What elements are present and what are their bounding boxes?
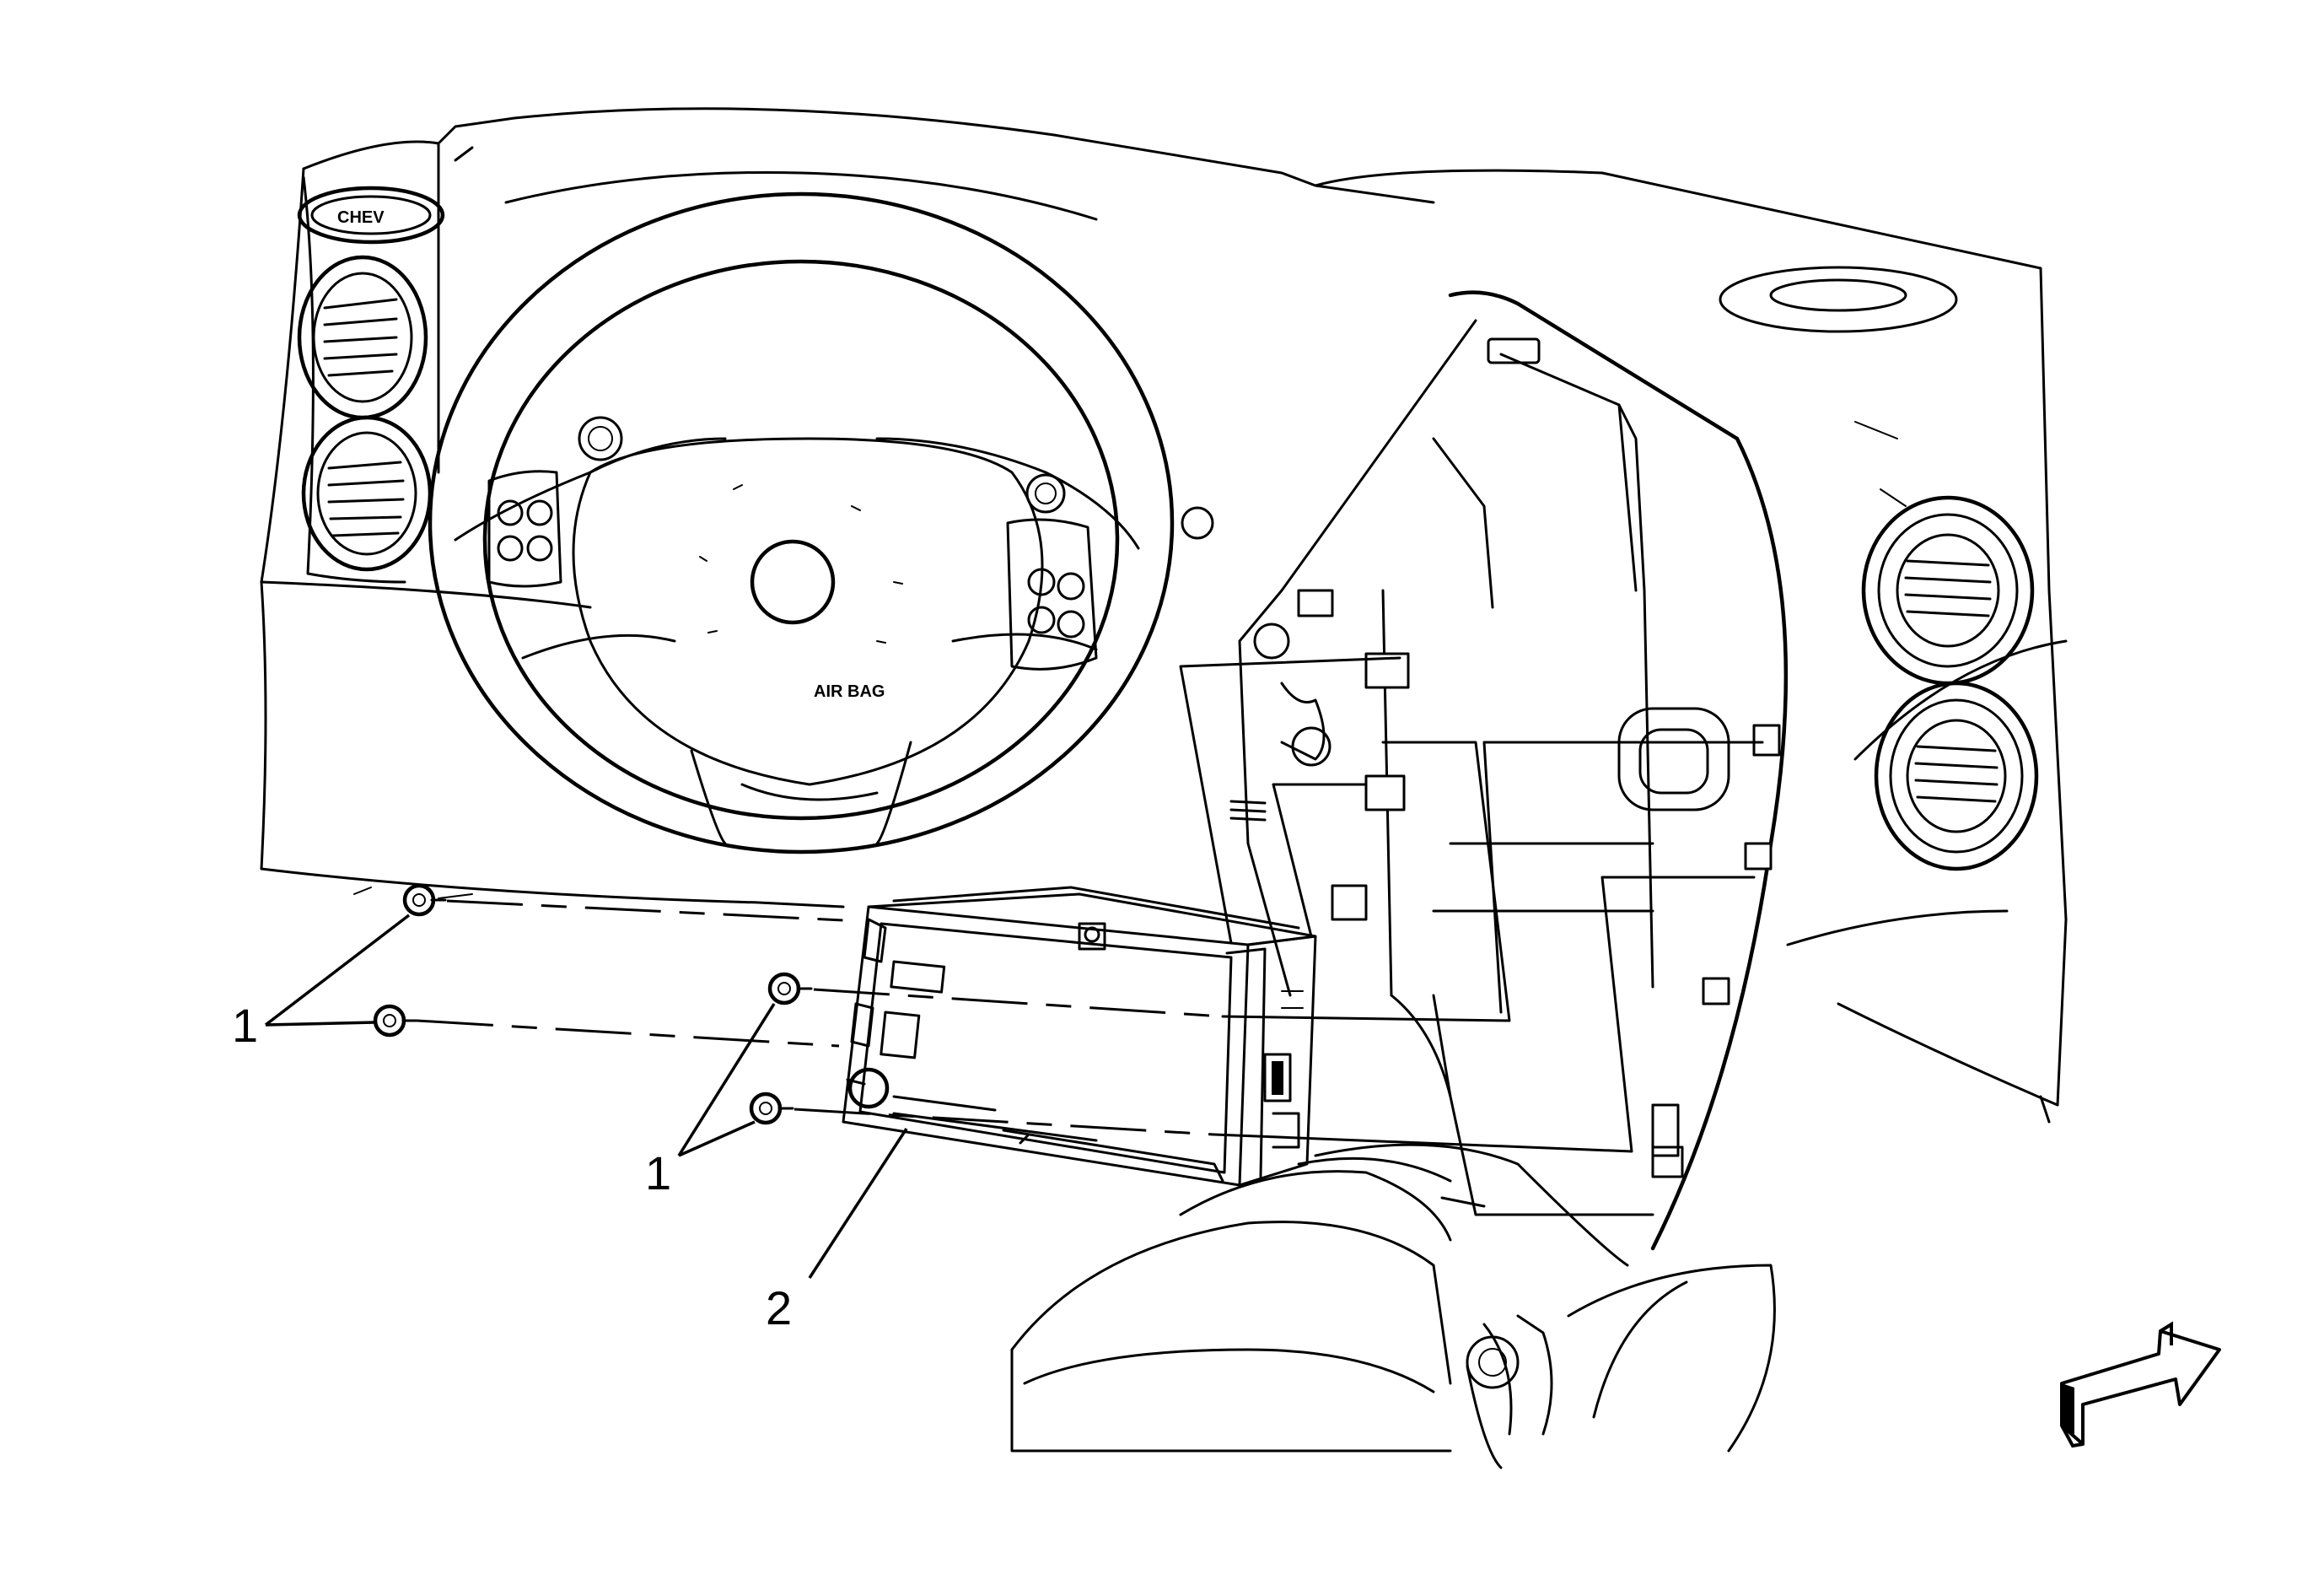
- airbag-label: AIR BAG: [814, 682, 885, 701]
- steering-wheel: AIR BAG: [428, 170, 1214, 854]
- callout-2: 2: [766, 1128, 908, 1334]
- callout-1-inner: 1: [645, 1003, 776, 1199]
- callout-label: 1: [645, 1146, 671, 1199]
- radio-unit: [842, 886, 1317, 1187]
- callout-1-outer: 1: [232, 914, 411, 1052]
- fastener-bolt-icon: [767, 972, 813, 1005]
- view-direction-arrow-icon: [2060, 1321, 2221, 1448]
- fasteners: [373, 883, 813, 1125]
- right-air-vents: [1719, 266, 2039, 871]
- svg-text:CHEV: CHEV: [337, 208, 385, 227]
- instrument-panel-cavity: [1229, 290, 1789, 1251]
- fastener-bolt-icon: [749, 1092, 794, 1125]
- assembly-lines: [417, 656, 1764, 1153]
- dashboard-outline: [260, 107, 2068, 1124]
- fastener-bolt-icon: [402, 883, 447, 917]
- fastener-bolt-icon: [373, 1004, 418, 1038]
- center-console: [1010, 1143, 1776, 1469]
- left-air-vents: CHEV: [297, 142, 445, 584]
- callout-label: 1: [232, 999, 258, 1052]
- callout-label: 2: [766, 1281, 792, 1334]
